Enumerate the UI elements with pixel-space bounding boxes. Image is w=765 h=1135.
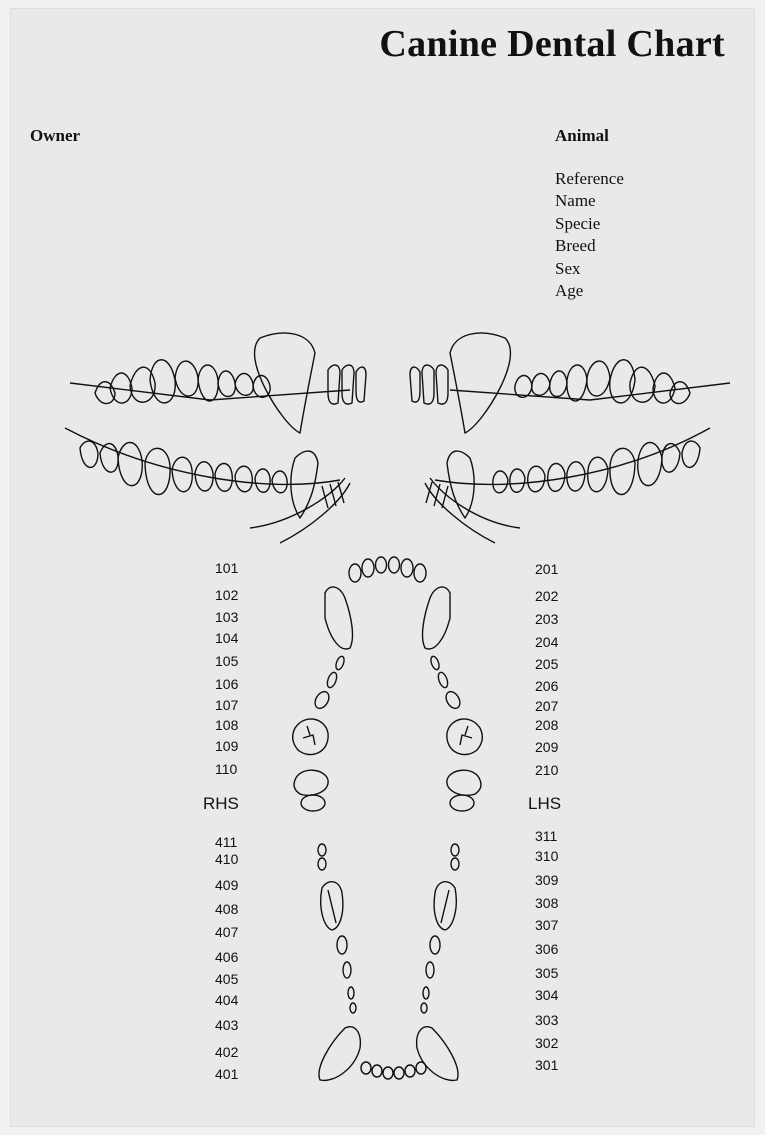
tooth-number: 104	[215, 630, 238, 646]
lhs-label: LHS	[528, 794, 561, 814]
tooth-number: 209	[535, 739, 558, 755]
tooth-number: 210	[535, 762, 558, 778]
tooth-number: 305	[535, 965, 558, 981]
tooth-number: 108	[215, 717, 238, 733]
dental-diagram	[10, 8, 755, 1127]
occlusal-lower	[318, 844, 459, 1080]
tooth-number: 302	[535, 1035, 558, 1051]
tooth-number: 308	[535, 895, 558, 911]
tooth-number: 408	[215, 901, 238, 917]
lateral-upper-right	[70, 333, 366, 433]
tooth-number: 105	[215, 653, 238, 669]
tooth-number: 403	[215, 1017, 238, 1033]
chart-sheet: Canine Dental Chart Owner Animal Referen…	[10, 8, 755, 1127]
tooth-number: 309	[535, 872, 558, 888]
tooth-number: 207	[535, 698, 558, 714]
tooth-number: 405	[215, 971, 238, 987]
tooth-number: 307	[535, 917, 558, 933]
tooth-number: 311	[535, 828, 557, 844]
tooth-number: 208	[535, 717, 558, 733]
tooth-number: 406	[215, 949, 238, 965]
tooth-number: 410	[215, 851, 238, 867]
lateral-lower-left	[425, 428, 710, 543]
tooth-number: 106	[215, 676, 238, 692]
tooth-number: 101	[215, 560, 238, 576]
tooth-number: 107	[215, 697, 238, 713]
tooth-number: 411	[215, 834, 237, 850]
tooth-number: 306	[535, 941, 558, 957]
tooth-number: 310	[535, 848, 558, 864]
tooth-number: 304	[535, 987, 558, 1003]
tooth-number: 402	[215, 1044, 238, 1060]
tooth-number: 404	[215, 992, 238, 1008]
rhs-label: RHS	[203, 794, 239, 814]
tooth-number: 409	[215, 877, 238, 893]
tooth-number: 103	[215, 609, 238, 625]
tooth-number: 202	[535, 588, 558, 604]
tooth-number: 401	[215, 1066, 238, 1082]
tooth-number: 110	[215, 761, 237, 777]
tooth-number: 407	[215, 924, 238, 940]
tooth-number: 205	[535, 656, 558, 672]
tooth-number: 206	[535, 678, 558, 694]
tooth-number: 301	[535, 1057, 558, 1073]
occlusal-upper	[293, 557, 483, 811]
tooth-number: 109	[215, 738, 238, 754]
lateral-lower-right	[65, 428, 350, 543]
tooth-number: 102	[215, 587, 238, 603]
tooth-number: 303	[535, 1012, 558, 1028]
lateral-upper-left	[410, 333, 730, 433]
tooth-number: 203	[535, 611, 558, 627]
tooth-number: 204	[535, 634, 558, 650]
tooth-number: 201	[535, 561, 558, 577]
